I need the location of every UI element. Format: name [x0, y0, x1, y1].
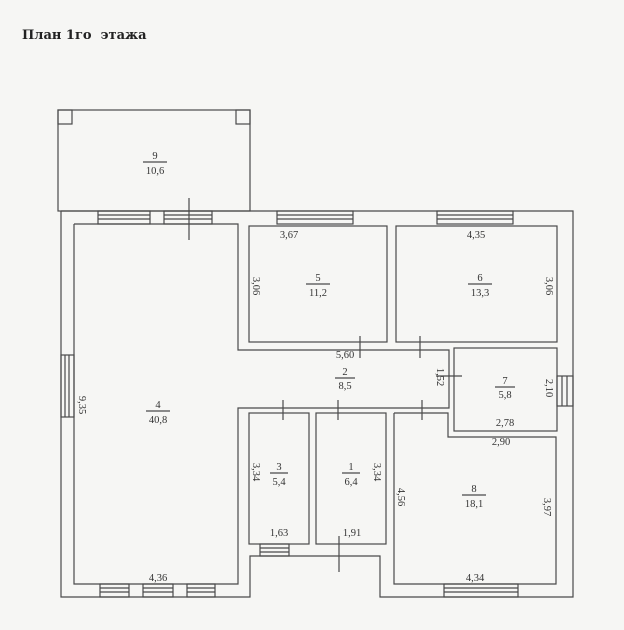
room-1-label: 16,4 [342, 462, 360, 488]
dim-room5-width: 3,67 [280, 230, 298, 241]
room-4-label: 440,8 [146, 400, 170, 426]
doors [188, 198, 462, 572]
column [57, 109, 73, 125]
dim-room6-height: 3,06 [543, 277, 554, 295]
dim-room8-left-height: 4,56 [395, 488, 406, 506]
room-8-wall [393, 412, 557, 585]
dim-room4-width: 4,36 [149, 573, 167, 584]
outer-wall [60, 210, 574, 598]
svg-text:1: 1 [348, 462, 353, 473]
svg-text:3: 3 [276, 462, 281, 473]
dim-room8-right-height: 3,97 [541, 498, 552, 516]
room-5-wall [248, 225, 388, 343]
dim-room3-height: 3,34 [250, 463, 261, 482]
svg-text:18,1: 18,1 [465, 499, 483, 510]
room-8-label: 818,1 [462, 484, 486, 510]
room-6-label: 613,3 [468, 273, 492, 299]
svg-text:10,6: 10,6 [146, 166, 164, 177]
dim-room6-width: 4,35 [467, 230, 485, 241]
column [235, 109, 251, 125]
dim-room1-width: 1,91 [343, 528, 361, 539]
windows [60, 210, 574, 598]
dim-room8-width: 4,34 [466, 573, 485, 584]
svg-text:5,4: 5,4 [272, 477, 286, 488]
svg-text:6,4: 6,4 [344, 477, 358, 488]
room-9-label: 910,6 [143, 151, 167, 177]
dimension-labels: 3,67 4,35 3,06 3,06 5,60 1,52 2,10 2,78 … [76, 230, 554, 584]
svg-text:2: 2 [342, 367, 347, 378]
dim-room7-width: 2,78 [496, 418, 514, 429]
dim-room5-height: 3,06 [250, 277, 261, 295]
svg-text:11,2: 11,2 [309, 288, 327, 299]
room-2-label: 28,5 [335, 367, 355, 392]
svg-text:8,5: 8,5 [338, 381, 351, 392]
dim-room1-height: 3,34 [371, 463, 382, 482]
room-labels: 910,6 511,2 613,3 28,5 75,8 440,8 35,4 1… [143, 151, 515, 510]
dim-corridor-width: 1,52 [434, 368, 445, 386]
svg-text:8: 8 [471, 484, 476, 495]
walls [57, 109, 574, 598]
room-1-wall [315, 412, 387, 545]
svg-text:4: 4 [155, 400, 161, 411]
dim-corridor-length: 5,60 [336, 350, 354, 361]
dim-room3-width: 1,63 [270, 528, 288, 539]
svg-text:40,8: 40,8 [149, 415, 167, 426]
svg-text:9: 9 [152, 151, 157, 162]
plan-title: План 1го этажа [22, 28, 147, 43]
room-3-label: 35,4 [270, 462, 288, 488]
svg-text:13,3: 13,3 [471, 288, 489, 299]
room-6-wall [395, 225, 558, 343]
svg-text:5,8: 5,8 [498, 390, 511, 401]
svg-text:5: 5 [315, 273, 320, 284]
dim-room4-height: 9,35 [76, 396, 87, 414]
svg-text:6: 6 [477, 273, 482, 284]
room-7-label: 75,8 [495, 376, 515, 401]
dim-room7-height: 2,10 [543, 379, 554, 397]
room-5-label: 511,2 [306, 273, 330, 299]
svg-text:7: 7 [502, 376, 507, 387]
dim-room8-top-width: 2,90 [492, 437, 510, 448]
